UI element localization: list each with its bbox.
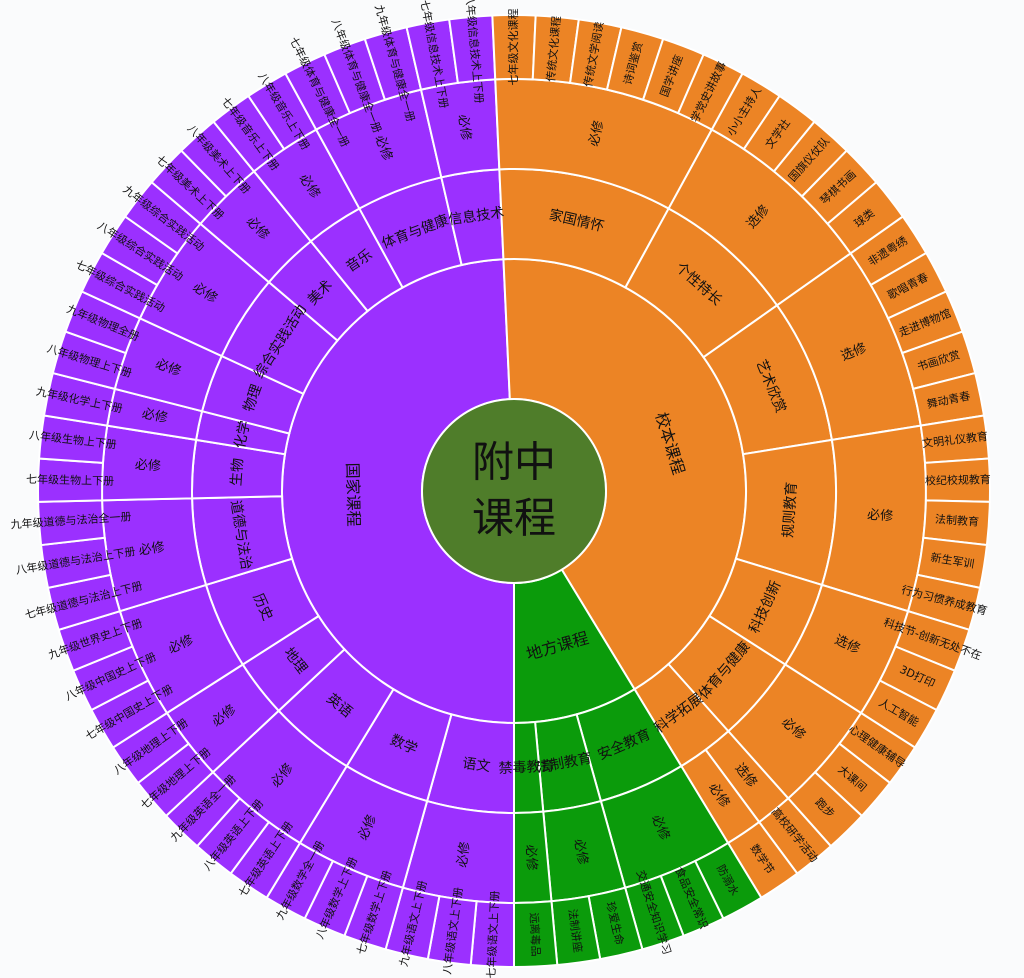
- center-title-line1: 附中: [472, 438, 556, 487]
- sunburst-label-g0-7: 化学: [232, 419, 253, 450]
- sunburst-label-g2-1-0: 必修: [571, 838, 590, 866]
- sunburst-label-g1-3-0-2: 法制教育: [935, 512, 980, 529]
- sunburst-label-g0-0-0: 必修: [455, 841, 473, 869]
- sunburst-label-g0-6-0: 必修: [134, 458, 161, 475]
- sunburst-label-g0: 国家课程: [343, 462, 363, 526]
- sunburst-label-g0-5-0: 必修: [138, 540, 166, 559]
- sunburst-label-g1-0-0-0: 七年级文化课程: [506, 9, 520, 86]
- sunburst-label-g2-1-0-1: 法制讲座: [566, 908, 586, 953]
- sunburst-label-g0-6-0-0: 七年级生物上下册: [26, 472, 114, 488]
- sunburst-label-g1-3: 规则教育: [780, 481, 800, 538]
- sunburst-label-g1-3-0-3: 新生军训: [930, 550, 976, 571]
- sunburst-label-g0-6: 生物: [229, 458, 247, 487]
- sunburst-label-g2-2: 禁毒教育: [498, 758, 555, 777]
- sunburst-label-g0-13-0: 必修: [455, 114, 473, 142]
- center-disc: [421, 398, 607, 584]
- sunburst-label-g0-0: 语文: [461, 756, 491, 776]
- sunburst-label-g0-0-0-0: 七年级语文上下册: [484, 890, 502, 978]
- sunburst-label-g2-2-0-0: 远离毒品: [527, 912, 543, 957]
- sunburst-label-g1-0-0: 必修: [587, 119, 607, 148]
- sunburst-label-g1-3-0: 必修: [867, 508, 894, 525]
- sunburst-label-g2-2-0: 必修: [523, 844, 539, 871]
- sunburst-segment-g2-2-0-0[interactable]: [513, 900, 559, 969]
- center-title-line2: 课程: [472, 494, 556, 543]
- sunburst-label-g1-3-0-1: 校纪校规教育: [925, 472, 991, 487]
- sunburst-label-g1-0-0-1: 传统文化课程: [543, 15, 563, 82]
- sunburst-label-g0-7-0: 必修: [140, 406, 169, 426]
